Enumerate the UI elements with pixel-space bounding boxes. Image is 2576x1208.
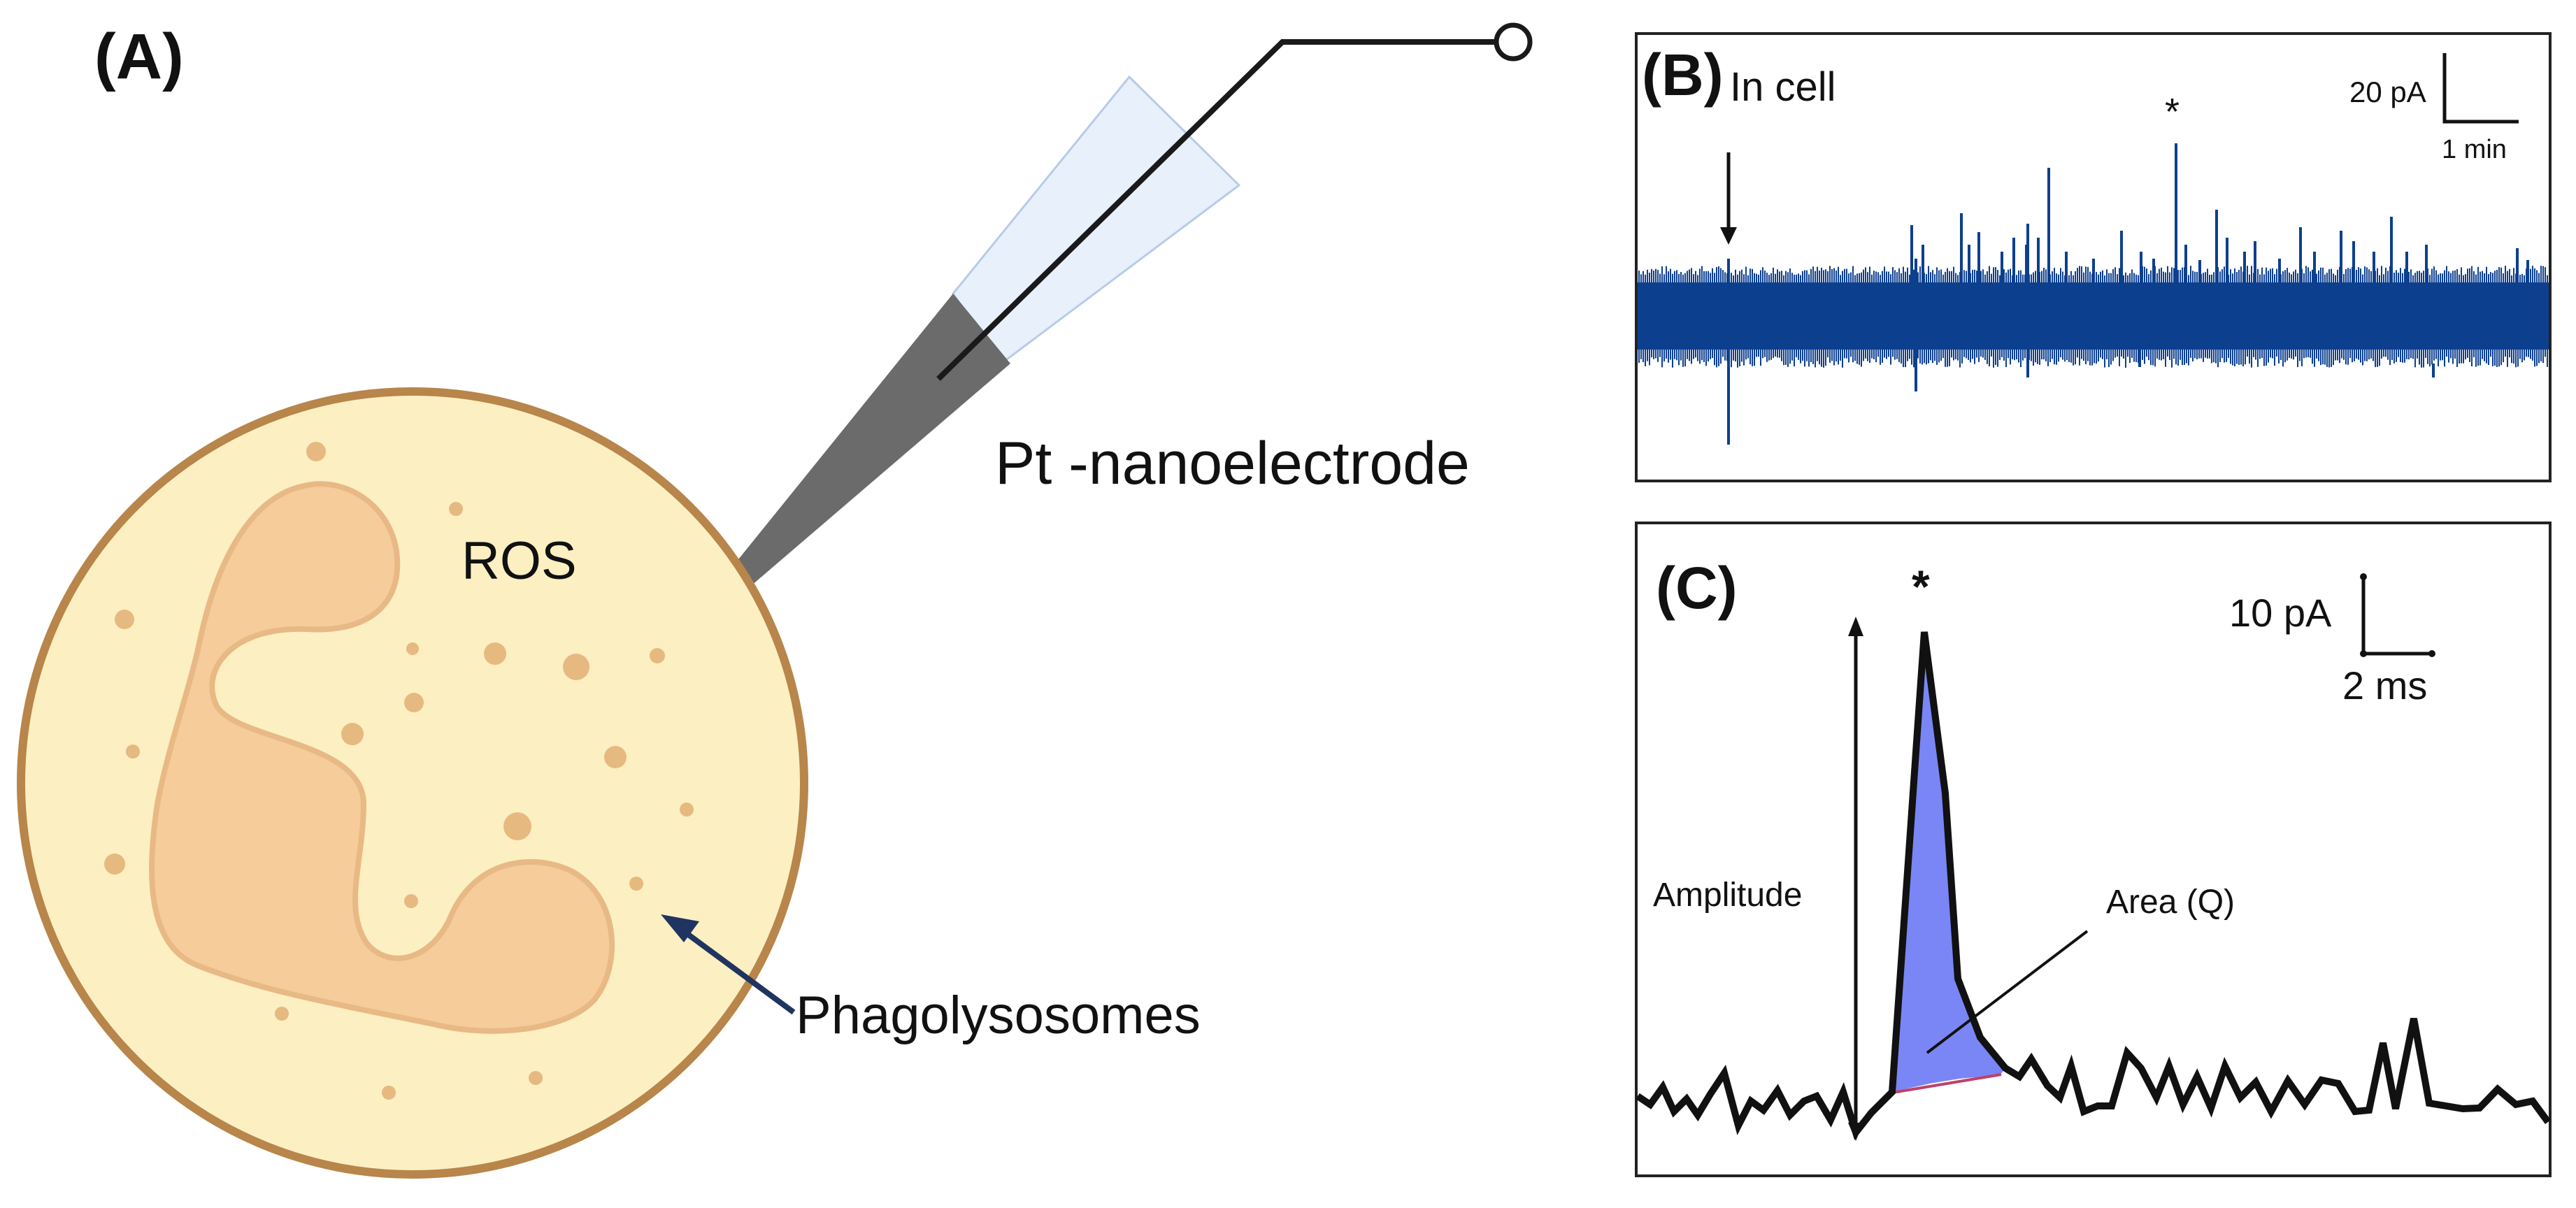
granule	[503, 812, 531, 840]
panel-b: (B) In cell * 20 pA 1 min	[1635, 32, 2552, 482]
in-cell-label: In cell	[1730, 64, 1836, 110]
scale-bar-endpoint	[2428, 650, 2435, 657]
phagolysosome-label: Phagolysosomes	[796, 986, 1201, 1045]
wire-terminal	[1494, 22, 1533, 62]
cell-nucleus	[149, 481, 615, 1034]
scale-bar	[2442, 53, 2519, 124]
granule	[449, 502, 463, 516]
granule	[529, 1071, 543, 1085]
spike-asterisk: *	[2165, 91, 2180, 133]
electrode-label: Pt -nanoelectrode	[995, 430, 1470, 497]
granule	[650, 648, 665, 663]
granule	[484, 642, 506, 665]
noise-texture	[1638, 266, 2548, 368]
integration-baseline	[1891, 1073, 2002, 1094]
arrowhead	[1720, 227, 1737, 245]
scale-bar-endpoint	[2360, 650, 2367, 657]
granule	[604, 746, 627, 768]
panel-a-label: (A)	[94, 21, 184, 92]
granule	[406, 642, 419, 655]
granule	[563, 654, 589, 680]
granule	[404, 894, 418, 908]
current-trace	[1636, 631, 2552, 1140]
area-label: Area (Q)	[2106, 884, 2235, 921]
granule	[382, 1086, 396, 1100]
granule	[306, 442, 326, 461]
granule	[115, 610, 134, 629]
ros-label: ROS	[461, 531, 577, 591]
panel-c-label: (C)	[1656, 555, 1738, 621]
panel-c-frame	[1635, 522, 2552, 1177]
arrowhead	[661, 914, 699, 942]
granule	[126, 745, 140, 758]
granule	[104, 854, 125, 875]
scale-bar-x-label: 2 ms	[2342, 663, 2427, 707]
arrowhead	[1848, 617, 1863, 636]
scale-bar-y-label: 10 pA	[2229, 591, 2332, 635]
ros-granules	[104, 442, 694, 1100]
scale-bar-y-label: 20 pA	[2349, 76, 2426, 108]
amplitude-label: Amplitude	[1653, 877, 1802, 914]
electrode-tip	[662, 294, 1010, 657]
granule	[680, 803, 694, 817]
spike-asterisk: *	[1912, 561, 1930, 612]
panel-b-frame	[1635, 32, 2552, 482]
baseline-noise-band	[1638, 282, 2549, 350]
panel-a: (A)	[17, 21, 1533, 1179]
spike-train	[1727, 143, 2529, 445]
area-leader-line	[1926, 930, 2089, 1054]
panel-b-label: (B)	[1642, 42, 1724, 108]
scale-bar-x-label: 1 min	[2442, 135, 2507, 164]
granule	[404, 693, 424, 712]
phagolysosome-arrow	[680, 927, 796, 1015]
macrophage-cell	[17, 387, 808, 1179]
panel-c: (C) * Amplitude Area (Q) 10 pA 2 ms	[1635, 522, 2552, 1177]
scale-bar-endpoint	[2360, 573, 2367, 580]
arrowhead	[1848, 1123, 1863, 1141]
electrode-wire	[936, 39, 1503, 381]
granule	[275, 1007, 289, 1021]
granule	[341, 723, 364, 745]
granule	[629, 877, 643, 891]
